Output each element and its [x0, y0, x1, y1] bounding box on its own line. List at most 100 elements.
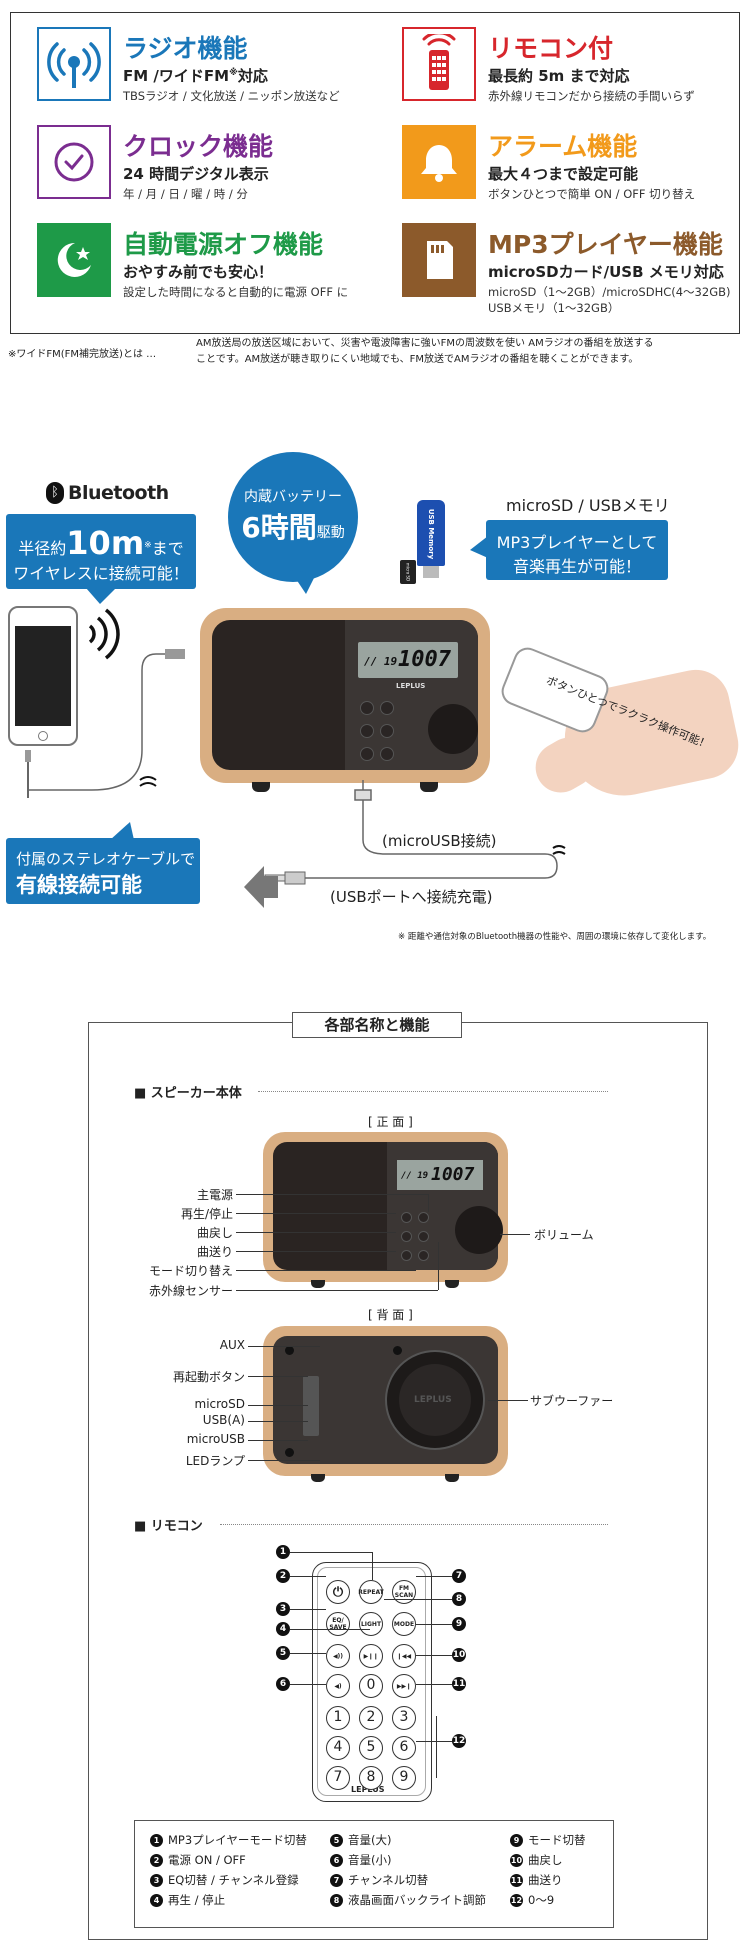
label-aux: AUX: [219, 1338, 245, 1352]
eq-save-button[interactable]: EQ/ SAVE: [326, 1612, 350, 1636]
usbport-label: (USBポートへ接続充電): [330, 888, 493, 906]
digit-0-button[interactable]: 0: [359, 1674, 383, 1698]
label-prev-track: 曲戻し: [196, 1226, 233, 1240]
feature-desc: 年 / 月 / 日 / 曜 / 時 / 分: [123, 187, 248, 201]
back-label: [ 背 面 ]: [368, 1308, 413, 1322]
divider: [220, 1524, 608, 1525]
mp3-bubble-tail: [470, 536, 488, 558]
feature-desc: 赤外線リモコンだから接続の手間いらず: [488, 89, 695, 103]
leader-line: [290, 1653, 326, 1654]
power-button[interactable]: ⏻: [326, 1580, 350, 1604]
stereo-cable: [25, 649, 185, 798]
feature-mp3: MP3プレイヤー機能 microSDカード/USB メモリ対応 microSD（…: [388, 211, 738, 315]
leader-line: [428, 1194, 429, 1212]
bell-icon: [402, 125, 476, 199]
leader-line: [290, 1684, 326, 1685]
feature-desc: TBSラジオ / 文化放送 / ニッポン放送など: [123, 89, 340, 103]
microsd-image: micro SD: [400, 560, 416, 584]
mode-button[interactable]: MODE: [392, 1612, 416, 1636]
prev-track-button[interactable]: ❙◀◀: [392, 1644, 416, 1668]
legend-box: [134, 1820, 614, 1928]
leader-line: [236, 1213, 396, 1214]
feature-subtitle: おやすみ前でも安心！: [123, 263, 274, 281]
mp3-bubble: MP3プレイヤーとして 音楽再生が可能！: [486, 520, 668, 580]
leader-line: [416, 1624, 452, 1625]
digit-9-button[interactable]: 9: [392, 1766, 416, 1790]
cable-bubble: 付属のステレオケーブルで 有線接続可能: [6, 838, 200, 904]
digit-3-button[interactable]: 3: [392, 1706, 416, 1730]
leader-line: [384, 1599, 452, 1600]
feature-desc: 設定した時間になると自動的に電源 OFF に: [123, 285, 349, 299]
feature-subtitle: FM /ワイドFM※対応: [123, 67, 268, 85]
speaker-section-title: ■ スピーカー本体: [134, 1086, 242, 1101]
arrow-left-icon: [244, 866, 278, 908]
digit-5-button[interactable]: 5: [359, 1736, 383, 1760]
leader-line: [500, 1234, 530, 1235]
play-pause-button[interactable]: ▶❙❙: [359, 1644, 383, 1668]
bubble-tail: [86, 588, 116, 604]
moon-star-icon: [37, 223, 111, 297]
digit-7-button[interactable]: 7: [326, 1766, 350, 1790]
callout-10: 10: [452, 1648, 466, 1662]
label-ir-sensor: 赤外線センサー: [148, 1284, 233, 1298]
leader-line: [236, 1251, 396, 1252]
callout-9: 9: [452, 1617, 466, 1631]
leader-line: [290, 1552, 372, 1553]
bluetooth-bubble: 半径約10m※まで ワイヤレスに接続可能！: [6, 514, 196, 589]
callout-8: 8: [452, 1592, 466, 1606]
fm-scan-button[interactable]: FM SCAN: [392, 1580, 416, 1604]
digit-4-button[interactable]: 4: [326, 1736, 350, 1760]
divider: [258, 1091, 608, 1092]
feature-desc: microSD（1～2GB）/microSDHC(4～32GB)USBメモリ（1…: [488, 285, 731, 315]
feature-title: リモコン付: [488, 34, 614, 63]
label-reset-button: 再起動ボタン: [172, 1370, 245, 1384]
leader-line: [488, 1400, 528, 1401]
leader-line: [416, 1655, 452, 1656]
sd-usb-title: microSD / USBメモリ: [506, 496, 670, 515]
remote-section-title: ■ リモコン: [134, 1519, 203, 1534]
usb-memory-image: USB Memory: [415, 500, 447, 580]
callout-6: 6: [276, 1677, 290, 1691]
distance-footnote: ※ 距離や通信対象のBluetooth機器の性能や、周囲の環境に依存して変化しま…: [398, 932, 712, 942]
leader-line: [416, 1741, 452, 1742]
feature-remote: リモコン付 最長約 5m まで対応 赤外線リモコンだから接続の手間いらず: [388, 15, 738, 105]
label-subwoofer: サブウーファー: [530, 1394, 614, 1408]
leader-line: [436, 1716, 437, 1778]
leader-line: [372, 1552, 373, 1580]
digit-8-button[interactable]: 8: [359, 1766, 383, 1790]
volume-down-button[interactable]: ◀): [326, 1674, 350, 1698]
microusb-label: (microUSB接続): [382, 832, 497, 850]
volume-up-button[interactable]: ◀)): [326, 1644, 350, 1668]
smartphone-image: [8, 606, 78, 746]
feature-subtitle: 最長約 5m まで対応: [488, 67, 630, 85]
leader-line: [248, 1440, 308, 1441]
feature-subtitle: 最大４つまで設定可能: [488, 165, 639, 183]
label-play-stop: 再生/停止: [180, 1207, 233, 1221]
clock-icon: [37, 125, 111, 199]
callout-1: 1: [276, 1545, 290, 1559]
digit-6-button[interactable]: 6: [392, 1736, 416, 1760]
next-track-button[interactable]: ▶▶❙: [392, 1674, 416, 1698]
feature-title: アラーム機能: [488, 132, 638, 161]
repeat-button[interactable]: REPEAT: [358, 1580, 384, 1604]
leader-line: [290, 1629, 370, 1630]
callout-12: 12: [452, 1734, 466, 1748]
leader-line: [248, 1460, 320, 1461]
leader-line: [248, 1346, 320, 1347]
leader-line: [290, 1576, 326, 1577]
feature-title: MP3プレイヤー機能: [488, 230, 723, 259]
note-label: ※ワイドFM(FM補完放送)とは …: [8, 349, 157, 360]
digit-2-button[interactable]: 2: [359, 1706, 383, 1730]
feature-title: クロック機能: [123, 132, 274, 161]
light-button[interactable]: LIGHT: [359, 1612, 383, 1636]
digit-1-button[interactable]: 1: [326, 1706, 350, 1730]
feature-auto-off: 自動電源オフ機能 おやすみ前でも安心！ 設定した時間になると自動的に電源 OFF…: [23, 211, 373, 301]
feature-subtitle: microSDカード/USB メモリ対応: [488, 263, 724, 281]
